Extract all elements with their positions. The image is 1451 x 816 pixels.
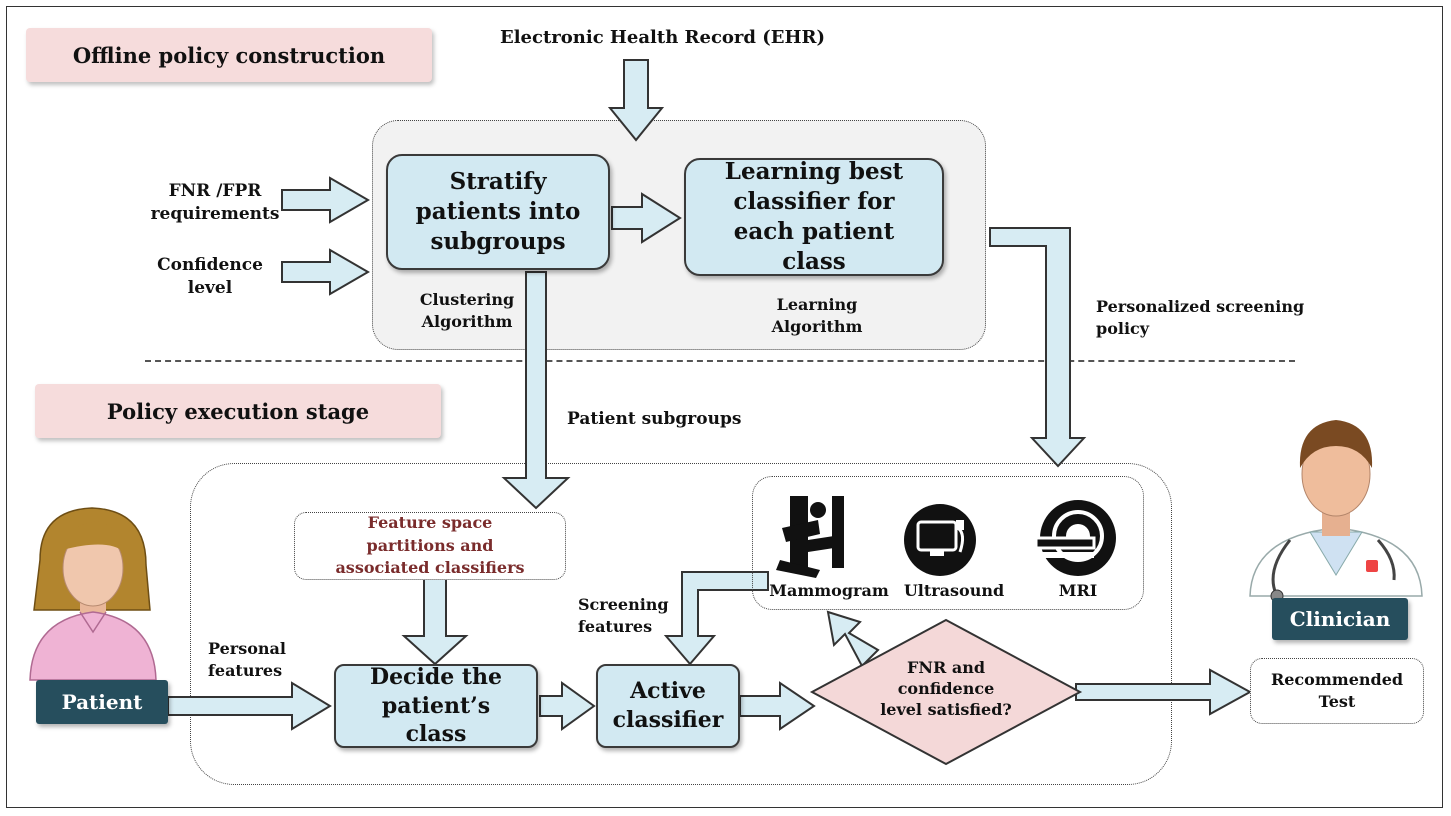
arrow-stratify-learning bbox=[611, 192, 682, 244]
arrow-personalized-policy bbox=[989, 227, 1087, 468]
execution-stage-label: Policy execution stage bbox=[35, 384, 441, 438]
arrow-decide-active bbox=[539, 681, 596, 731]
stage-divider bbox=[145, 360, 1295, 362]
decide-class-box: Decide the patient’s class bbox=[334, 664, 538, 748]
screening-features-label: Screening features bbox=[578, 595, 669, 636]
mri-icon bbox=[1034, 500, 1116, 576]
arrow-patient-subgroups bbox=[501, 271, 571, 510]
active-classifier-box: Active classifier bbox=[596, 664, 740, 748]
clinician-avatar-icon bbox=[1249, 420, 1423, 603]
clinician-label: Clinician bbox=[1272, 598, 1408, 640]
patient-label: Patient bbox=[36, 680, 168, 724]
recommended-test-text: Recommended Test bbox=[1270, 670, 1404, 711]
patient-avatar-icon bbox=[29, 507, 157, 681]
stratify-box: Stratify patients into subgroups bbox=[386, 154, 610, 270]
learning-box: Learning best classifier for each patien… bbox=[684, 158, 944, 276]
arrow-screening-features bbox=[663, 571, 769, 666]
recommended-test-box: Recommended Test bbox=[1250, 658, 1424, 724]
confidence-label: Confidence level bbox=[157, 255, 263, 298]
feature-space-box: Feature space partitions and associated … bbox=[294, 512, 566, 580]
clustering-label: Clustering Algorithm bbox=[419, 290, 515, 331]
offline-stage-label: Offline policy construction bbox=[26, 28, 432, 82]
ehr-label: Electronic Health Record (EHR) bbox=[500, 27, 825, 48]
arrow-feature-decide bbox=[401, 577, 469, 666]
patient-subgroups-label: Patient subgroups bbox=[567, 409, 742, 429]
arrow-patient-decide bbox=[167, 681, 332, 731]
arrow-diamond-recommended bbox=[1075, 668, 1253, 716]
decision-text: FNR and confidence level satisfied? bbox=[880, 658, 1012, 719]
personal-features-label: Personal features bbox=[208, 639, 286, 680]
arrow-fnr-fpr bbox=[281, 176, 370, 224]
ultrasound-icon bbox=[904, 504, 976, 576]
arrow-active-diamond bbox=[739, 681, 816, 731]
personalized-policy-label: Personalized screening policy bbox=[1096, 297, 1305, 338]
arrow-confidence bbox=[281, 248, 370, 296]
learning-algorithm-label: Learning Algorithm bbox=[771, 295, 863, 336]
modality-ultrasound: Ultrasound bbox=[903, 581, 1005, 600]
feature-space-text: Feature space partitions and associated … bbox=[335, 513, 525, 578]
fnr-fpr-label: FNR /FPR requirements bbox=[150, 181, 280, 224]
decision-diamond bbox=[809, 618, 1083, 766]
modalities-box bbox=[752, 476, 1144, 610]
arrow-ehr bbox=[607, 59, 665, 142]
arrow-diamond-modalities bbox=[826, 610, 880, 668]
modality-mammogram: Mammogram bbox=[769, 581, 889, 600]
mammogram-icon bbox=[776, 496, 844, 578]
figure-frame bbox=[6, 6, 1443, 808]
modality-mri: MRI bbox=[1058, 581, 1098, 600]
